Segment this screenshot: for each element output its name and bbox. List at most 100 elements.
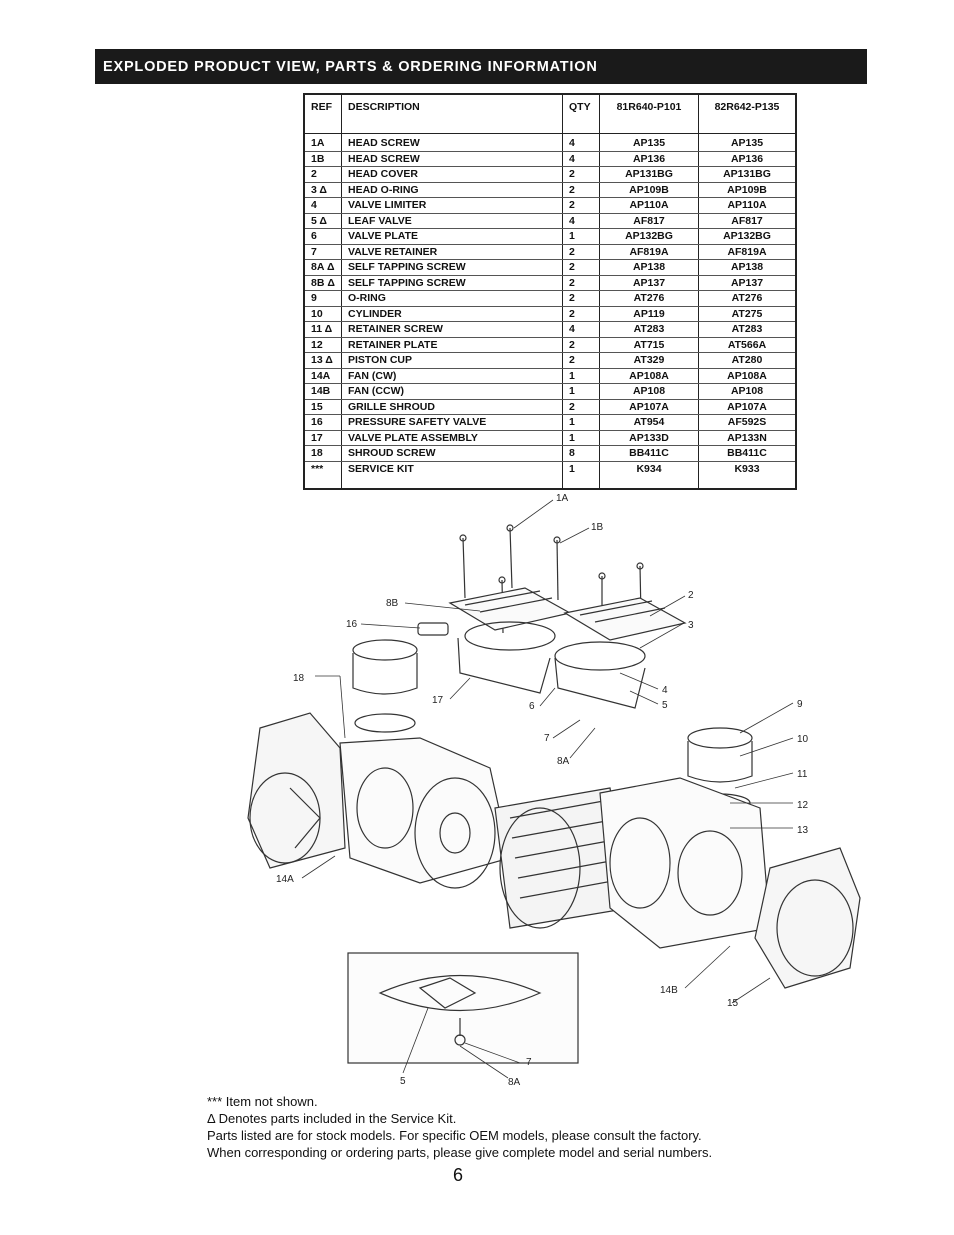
cell-description: HEAD SCREW [341, 133, 563, 152]
callout-4: 4 [662, 685, 668, 696]
col-ref: REF [304, 94, 342, 134]
cell-model-1: AP135 [599, 133, 699, 152]
col-model-2: 82R642-P135 [698, 94, 796, 134]
cell-model-1: AP137 [599, 275, 699, 291]
callout-15: 15 [727, 998, 739, 1009]
cell-ref: 18 [304, 445, 342, 462]
cell-qty: 2 [562, 166, 600, 183]
section-header: EXPLODED PRODUCT VIEW, PARTS & ORDERING … [95, 49, 867, 84]
cell-qty: 2 [562, 259, 600, 276]
cell-model-2: AP107A [698, 399, 796, 415]
cell-ref: 12 [304, 337, 342, 353]
cell-qty: 2 [562, 337, 600, 353]
cell-qty: 2 [562, 197, 600, 214]
cell-model-1: AP108 [599, 383, 699, 400]
table-header-row: REF DESCRIPTION QTY 81R640-P101 82R642-P… [304, 94, 796, 134]
cell-model-2: AT275 [698, 306, 796, 322]
cell-model-2: AP133N [698, 430, 796, 446]
cell-qty: 8 [562, 445, 600, 462]
section-title: EXPLODED PRODUCT VIEW, PARTS & ORDERING … [103, 59, 598, 75]
cell-qty: 1 [562, 430, 600, 446]
cell-qty: 1 [562, 368, 600, 384]
cell-description: CYLINDER [341, 306, 563, 322]
callout-18: 18 [293, 673, 305, 684]
callout-14a: 14A [276, 874, 294, 885]
cell-model-1: AT276 [599, 290, 699, 307]
note-not-shown: *** Item not shown. [207, 1094, 318, 1109]
cell-model-1: AP132BG [599, 228, 699, 245]
cell-model-1: AT329 [599, 352, 699, 369]
cell-model-2: AT280 [698, 352, 796, 369]
col-model-1: 81R640-P101 [599, 94, 699, 134]
right-fan-shroud [754, 847, 861, 989]
cell-model-1: AP133D [599, 430, 699, 446]
cell-description: LEAF VALVE [341, 213, 563, 229]
callout-14b: 14B [660, 985, 678, 996]
footnotes: *** Item not shown. Δ Denotes parts incl… [207, 1093, 712, 1161]
cell-qty: 4 [562, 213, 600, 229]
cell-ref: 6 [304, 228, 342, 245]
parts-table: REF DESCRIPTION QTY 81R640-P101 82R642-P… [303, 93, 797, 490]
cell-ref: 8A Δ [304, 259, 342, 276]
cell-model-2: AF819A [698, 244, 796, 260]
cell-qty: 4 [562, 133, 600, 152]
cell-model-1: AT954 [599, 414, 699, 431]
left-fan-shroud [247, 712, 346, 869]
cell-description: RETAINER PLATE [341, 337, 563, 353]
cell-description: VALVE PLATE ASSEMBLY [341, 430, 563, 446]
cell-model-2: AP132BG [698, 228, 796, 245]
callout-6: 6 [529, 701, 535, 712]
cell-model-2: AP110A [698, 197, 796, 214]
cell-description: HEAD O-RING [341, 182, 563, 198]
cell-description: HEAD COVER [341, 166, 563, 183]
cell-model-2: AF592S [698, 414, 796, 431]
cell-qty: 1 [562, 228, 600, 245]
cell-ref: 1A [304, 133, 342, 152]
callout-8b: 8B [386, 598, 399, 609]
cell-model-1: K934 [599, 461, 699, 489]
callout-7: 7 [544, 733, 550, 744]
callout-17: 17 [432, 695, 444, 706]
cell-ref: 10 [304, 306, 342, 322]
callout-8a: 8A [557, 756, 570, 767]
page-number: 6 [453, 1165, 464, 1185]
cell-ref: 5 Δ [304, 213, 342, 229]
cell-ref: 1B [304, 151, 342, 167]
cell-ref: 14B [304, 383, 342, 400]
cell-model-1: AP119 [599, 306, 699, 322]
cell-ref: 13 Δ [304, 352, 342, 369]
cell-ref: *** [311, 462, 324, 475]
cell-model-1: AF819A [599, 244, 699, 260]
head-covers [448, 587, 687, 641]
cell-model-2: AF817 [698, 213, 796, 229]
callout-1b: 1B [591, 522, 604, 533]
cell-ref: 15 [304, 399, 342, 415]
cell-qty: 2 [562, 306, 600, 322]
cell-description: GRILLE SHROUD [341, 399, 563, 415]
cell-qty: 2 [562, 399, 600, 415]
cell-description: SERVICE KIT [341, 461, 563, 489]
callout-11: 11 [797, 769, 808, 780]
cell-qty: 1 [562, 414, 600, 431]
cell-qty: 2 [562, 290, 600, 307]
detail-callout-7: 7 [526, 1057, 532, 1068]
callout-16: 16 [346, 619, 358, 630]
cell-model-1: BB411C [599, 445, 699, 462]
cell-model-2: K933 [698, 461, 796, 489]
cell-description: PISTON CUP [341, 352, 563, 369]
cell-model-2: AP138 [698, 259, 796, 276]
detail-callout-5: 5 [400, 1076, 406, 1087]
cell-model-2: AP131BG [698, 166, 796, 183]
cell-qty: 1 [562, 383, 600, 400]
cell-model-2: AP108A [698, 368, 796, 384]
